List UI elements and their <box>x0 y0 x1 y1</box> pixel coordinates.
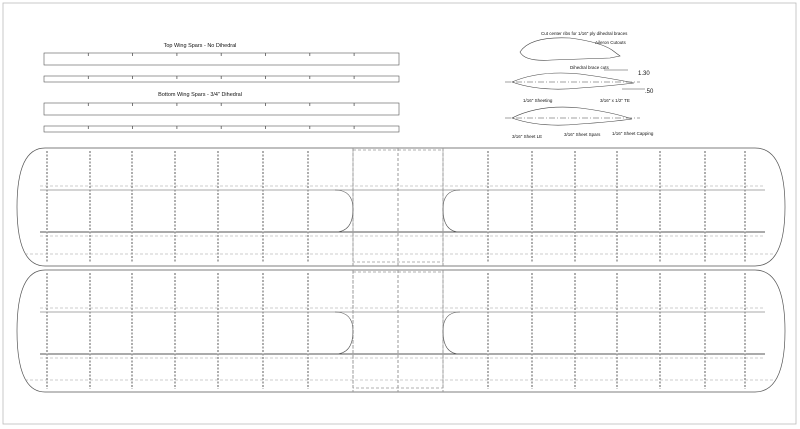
svg-text:1/16" Sheeting: 1/16" Sheeting <box>523 98 553 103</box>
sheet-frame <box>2 2 797 425</box>
sheeted-rib-profile <box>511 106 633 126</box>
airfoil-labels: Cut center ribs for 1/16" ply dihedral b… <box>512 31 654 139</box>
aileron-cutout <box>334 311 354 355</box>
wing-panel <box>16 269 786 393</box>
bottom-spars-title: Bottom Wing Spars - 3/4" Dihedral <box>158 92 242 98</box>
svg-text:.50: .50 <box>645 89 654 95</box>
airfoil-details <box>505 37 645 126</box>
svg-text:1/16" Sheet Capping: 1/16" Sheet Capping <box>612 131 654 136</box>
aileron-cutout <box>442 189 461 233</box>
wing-panel <box>16 147 786 267</box>
aileron-cutout <box>442 311 461 355</box>
aileron-cutout <box>334 189 354 233</box>
svg-text:3/16" Sheet LE: 3/16" Sheet LE <box>512 134 542 139</box>
center-rib-profile <box>519 37 621 61</box>
svg-text:3/16" Sheet Spars: 3/16" Sheet Spars <box>564 132 601 137</box>
wing-outline <box>16 269 786 393</box>
svg-text:Dihedral brace cuts: Dihedral brace cuts <box>570 65 610 70</box>
spar-strips <box>43 52 400 133</box>
svg-text:Aileron Cutouts: Aileron Cutouts <box>595 40 627 45</box>
svg-text:3/16" x 1/2" TE: 3/16" x 1/2" TE <box>600 98 630 103</box>
wing-outline <box>16 147 786 267</box>
wing-panels <box>16 147 786 393</box>
rib-profile <box>511 72 635 90</box>
top-spars-title: Top Wing Spars - No Dihedral <box>164 43 237 49</box>
svg-text:Cut center ribs for 1/16" ply: Cut center ribs for 1/16" ply dihedral b… <box>541 31 628 36</box>
svg-text:1.30: 1.30 <box>638 71 650 77</box>
